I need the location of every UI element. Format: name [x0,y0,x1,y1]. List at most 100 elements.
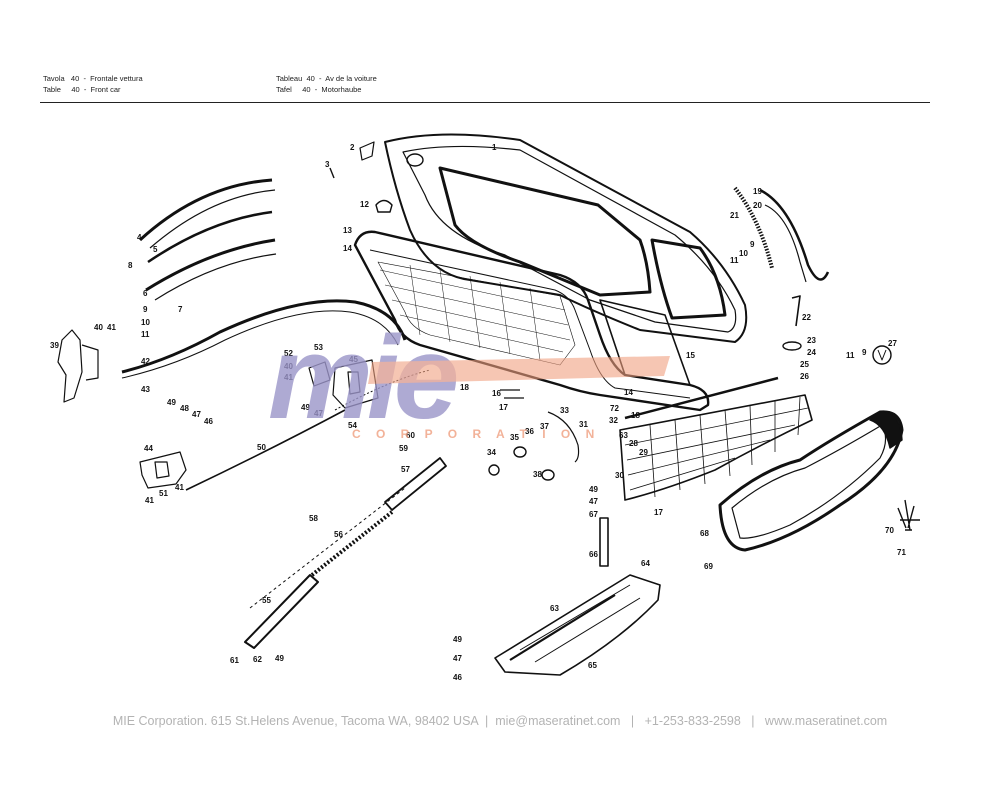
screw-34 [488,464,500,476]
part-label: 11 [730,256,739,265]
part-label: 71 [897,548,906,557]
part-label: 29 [639,448,648,457]
footer-web-link[interactable]: www.maseratinet.com [764,714,888,728]
footer-email-link[interactable]: mie@maseratinet.com [495,714,621,728]
strut-sleeve-57 [384,457,447,511]
bracket-53 [308,361,331,387]
part-label: 44 [144,444,153,453]
part-label: 8 [128,261,133,270]
spring-33 [547,411,580,463]
part-label: 17 [654,508,663,517]
latch-44 [139,451,187,489]
part-label: 22 [802,313,811,322]
footer-phone: +1-253-833-2598 [644,714,741,728]
part-label: 14 [624,388,633,397]
part-label: 39 [50,341,59,350]
header-german: Tafel 40 - Motorhaube [276,85,362,94]
part-label: 11 [141,330,150,339]
lock-mechanism-45 [332,359,379,409]
part-label: 48 [180,404,189,413]
part-label: 27 [888,339,897,348]
header-english: Table 40 - Front car [43,85,121,94]
screw-3 [329,167,335,179]
part-label: 47 [192,410,201,419]
part-label: 15 [686,351,695,360]
part-label: 14 [343,244,352,253]
part-label: 41 [107,323,116,332]
part-label: 21 [730,211,739,220]
part-label: 6 [143,289,148,298]
grille-30 [619,376,813,501]
part-label: 18 [460,383,469,392]
part-label: 9 [750,240,755,249]
strip-63 [509,594,616,661]
part-label: 55 [262,596,271,605]
part-label: 49 [589,485,598,494]
trim-strip-42 [121,299,407,374]
part-label: 41 [284,373,293,382]
part-label: 30 [615,471,624,480]
part-label: 25 [800,360,809,369]
part-label: 19 [753,187,762,196]
part-label: 57 [401,465,410,474]
part-label: 3 [325,160,330,169]
part-label: 7 [178,305,183,314]
watermark-tagline: C O R P O R A T I O N [352,427,600,441]
part-label: 58 [309,514,318,523]
part-label: 41 [175,483,184,492]
support-rod-66 [599,517,609,567]
part-label: 54 [348,421,357,430]
header-french: Tableau 40 - Av de la voiture [276,74,377,83]
part-label: 68 [700,529,709,538]
gas-strut-55 [244,574,319,649]
part-label: 42 [141,357,150,366]
rod-22 [791,295,801,327]
footer-separator: | [485,714,489,728]
bumper-12 [375,199,393,213]
part-label: 52 [284,349,293,358]
part-label: 72 [610,404,619,413]
part-label: 23 [807,336,816,345]
part-label: 69 [704,562,713,571]
part-label: 41 [145,496,154,505]
part-label: 5 [153,245,158,254]
seal-strip-4 [138,178,273,242]
part-label: 2 [350,143,355,152]
part-label: 20 [753,201,762,210]
part-label: 47 [314,409,323,418]
header-italian: Tavola 40 - Frontale vettura [43,74,143,83]
pad-24 [782,341,802,351]
footer-separator: | [751,714,755,728]
part-label: 62 [253,655,262,664]
seal-strip-6 [145,238,276,292]
footer-separator: | [630,714,635,728]
part-label: 45 [349,355,358,364]
part-label: 4 [137,233,142,242]
part-label: 56 [334,530,343,539]
part-label: 35 [510,433,519,442]
part-label: 31 [579,420,588,429]
part-label: 47 [589,497,598,506]
bonnet-inner-frame [353,230,710,412]
part-label: 50 [257,443,266,452]
part-label: 53 [314,343,323,352]
header-rule [40,102,930,103]
part-label: 51 [159,489,168,498]
part-label: 11 [846,351,855,360]
hinge-39 [57,329,99,403]
part-label: 67 [589,510,598,519]
strut-axis-58 [249,487,406,609]
seal-strip-5 [147,210,273,264]
part-label: 43 [141,385,150,394]
part-label: 63 [619,431,628,440]
part-label: 9 [143,305,148,314]
part-label: 59 [399,444,408,453]
part-label: 49 [453,635,462,644]
strut-spring-56 [310,510,394,577]
knob-38 [541,469,555,481]
part-label: 10 [739,249,748,258]
part-label: 40 [284,362,293,371]
part-label: 49 [167,398,176,407]
part-label: 1 [492,143,497,152]
